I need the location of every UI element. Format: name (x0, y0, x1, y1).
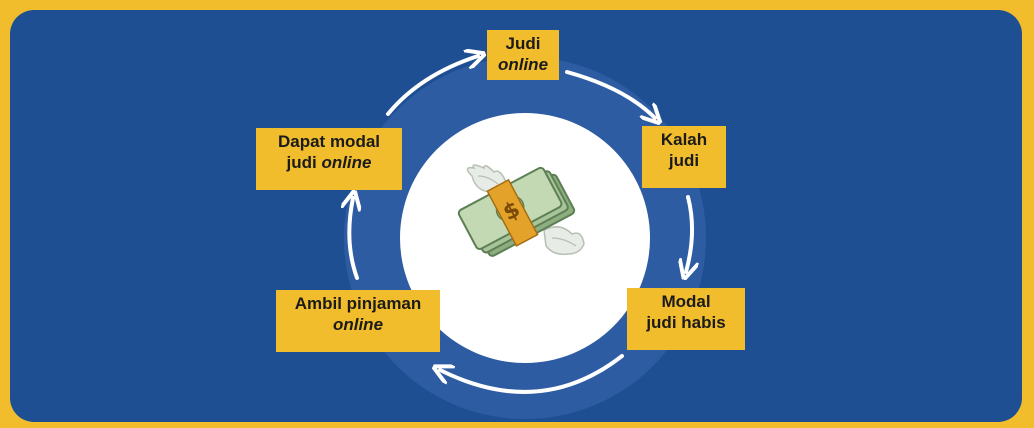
step-line-plain: judi (286, 153, 322, 172)
step-line-italic: online (497, 55, 549, 74)
step-line-italic: online (321, 153, 372, 172)
step-modal-judi-habis: Modal judi habis (627, 288, 745, 350)
step-line-italic: online (332, 315, 384, 334)
step-line: judi habis (646, 313, 726, 332)
step-kalah-judi: Kalah judi (642, 126, 726, 188)
step-line: Kalah (660, 130, 708, 149)
step-line: Modal (661, 292, 711, 311)
step-line: Judi (505, 34, 541, 53)
step-line: Ambil pinjaman (294, 294, 422, 313)
step-ambil-pinjaman-online: Ambil pinjaman online (276, 290, 440, 352)
step-judi-online: Judi online (487, 30, 559, 80)
step-line: judi (668, 151, 700, 170)
money-with-wings-icon: $ (457, 164, 585, 257)
step-line: Dapat modal (277, 132, 381, 151)
step-dapat-modal-judi-online: Dapat modal judi online (256, 128, 402, 190)
